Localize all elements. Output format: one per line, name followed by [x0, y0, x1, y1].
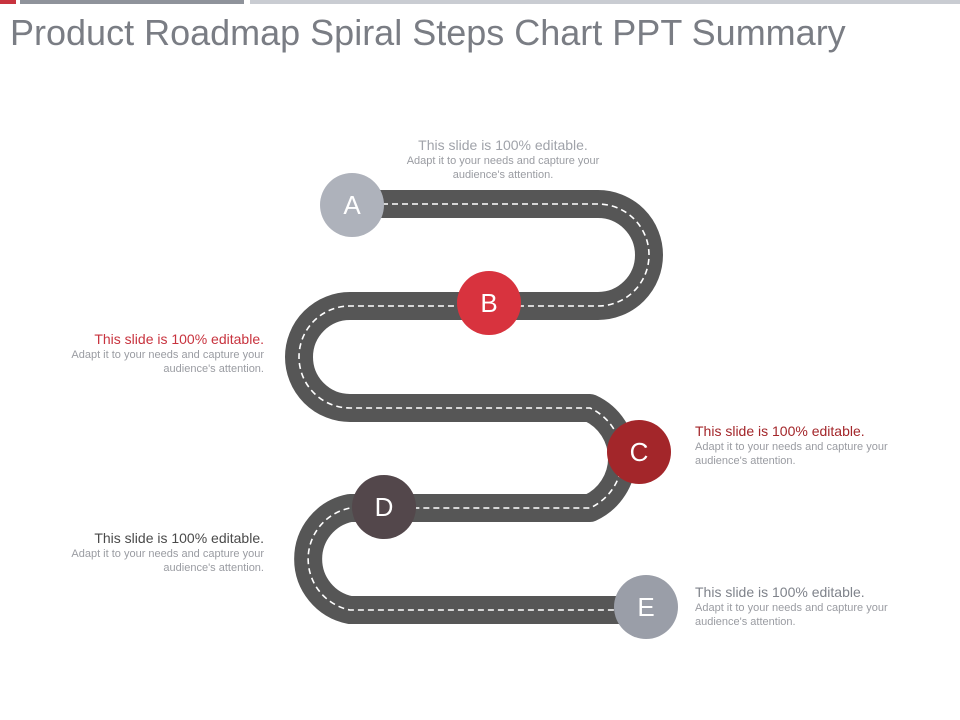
- step-d-node: D: [352, 475, 416, 539]
- step-c-body: Adapt it to your needs and capture your …: [695, 441, 888, 467]
- step-a-text: This slide is 100% editable. Adapt it to…: [383, 137, 623, 182]
- step-e-body: Adapt it to your needs and capture your …: [695, 602, 888, 628]
- step-d-heading: This slide is 100% editable.: [94, 530, 264, 546]
- step-d-letter: D: [374, 491, 394, 522]
- step-e-heading: This slide is 100% editable.: [695, 584, 865, 600]
- step-b-text: This slide is 100% editable. Adapt it to…: [24, 331, 264, 376]
- step-e-text: This slide is 100% editable. Adapt it to…: [695, 584, 895, 629]
- road-surface: [285, 190, 663, 624]
- step-d-body: Adapt it to your needs and capture your …: [71, 548, 264, 574]
- step-a-node: A: [320, 173, 384, 237]
- header-accent-gray: [20, 0, 244, 4]
- header-accent-red: [0, 0, 16, 4]
- page-title: Product Roadmap Spiral Steps Chart PPT S…: [10, 12, 846, 53]
- step-a-heading: This slide is 100% editable.: [418, 137, 588, 153]
- step-e-letter: E: [637, 591, 655, 622]
- step-c-text: This slide is 100% editable. Adapt it to…: [695, 423, 895, 468]
- step-a-letter: A: [343, 189, 361, 220]
- step-b-node: B: [457, 271, 521, 335]
- step-e-node: E: [614, 575, 678, 639]
- step-c-letter: C: [629, 436, 649, 467]
- step-a-body: Adapt it to your needs and capture your …: [406, 155, 600, 181]
- step-c-node: C: [607, 420, 671, 484]
- step-b-letter: B: [480, 287, 498, 318]
- step-b-heading: This slide is 100% editable.: [94, 331, 264, 347]
- step-b-body: Adapt it to your needs and capture your …: [71, 349, 264, 375]
- road-lane-markings: [298, 203, 650, 611]
- header-accent-light: [250, 0, 960, 4]
- step-d-text: This slide is 100% editable. Adapt it to…: [24, 530, 264, 575]
- step-c-heading: This slide is 100% editable.: [695, 423, 865, 439]
